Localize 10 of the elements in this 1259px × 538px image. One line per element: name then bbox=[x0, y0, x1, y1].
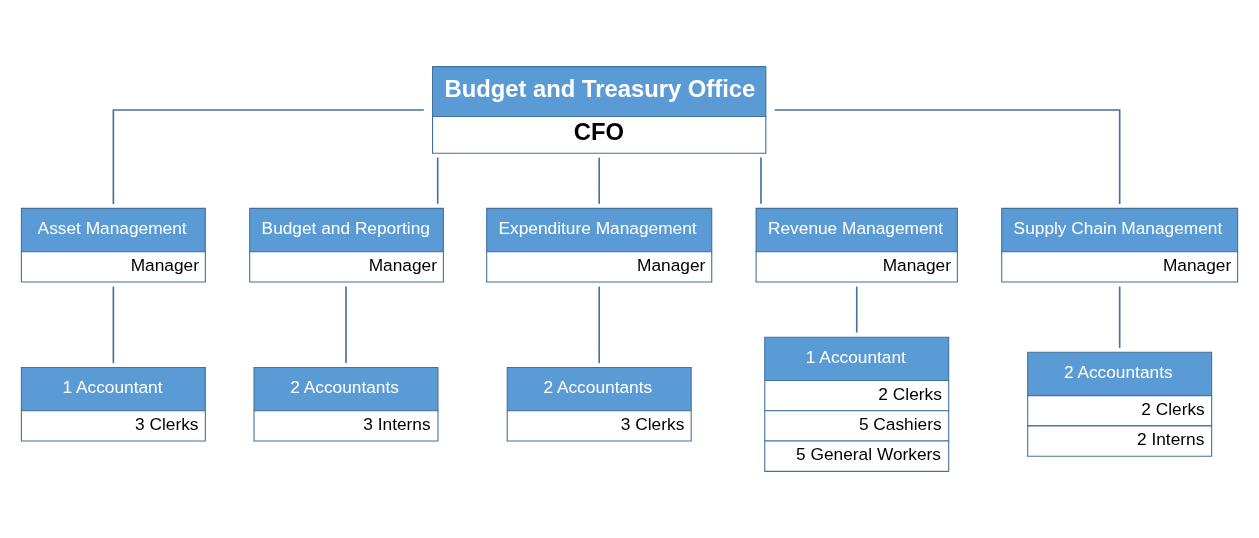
connector bbox=[598, 156, 600, 205]
connector bbox=[436, 156, 439, 205]
connector bbox=[1118, 285, 1121, 349]
connector bbox=[598, 285, 600, 364]
connector bbox=[760, 156, 762, 205]
connector bbox=[773, 109, 1121, 205]
connector bbox=[112, 109, 425, 205]
connector bbox=[855, 285, 858, 334]
connector bbox=[112, 285, 115, 364]
connector bbox=[345, 285, 347, 364]
